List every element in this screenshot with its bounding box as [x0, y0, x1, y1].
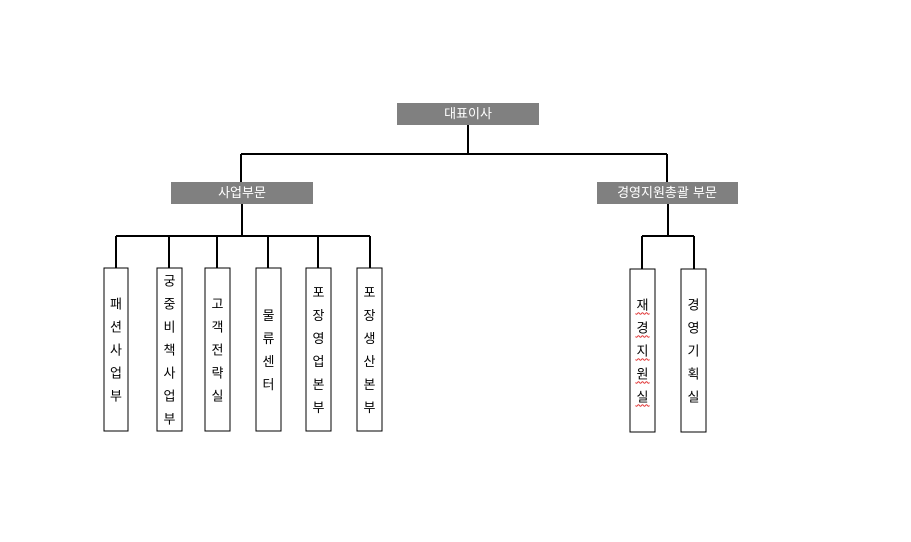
node-business-division-label: 사업부문	[218, 186, 266, 201]
spellcheck-underline	[635, 358, 650, 361]
spellcheck-underline	[635, 312, 650, 315]
spellcheck-underline	[635, 404, 650, 407]
spellcheck-underline	[635, 335, 650, 338]
spellcheck-underline	[635, 381, 650, 384]
node-management-division: 경영지원총괄 부문	[597, 182, 738, 204]
node-ceo-label: 대표이사	[444, 107, 492, 122]
node-business-division: 사업부문	[171, 182, 313, 204]
node-management-division-label: 경영지원총괄 부문	[617, 186, 717, 201]
connector-lines	[115, 125, 695, 269]
node-ceo: 대표이사	[397, 103, 539, 125]
